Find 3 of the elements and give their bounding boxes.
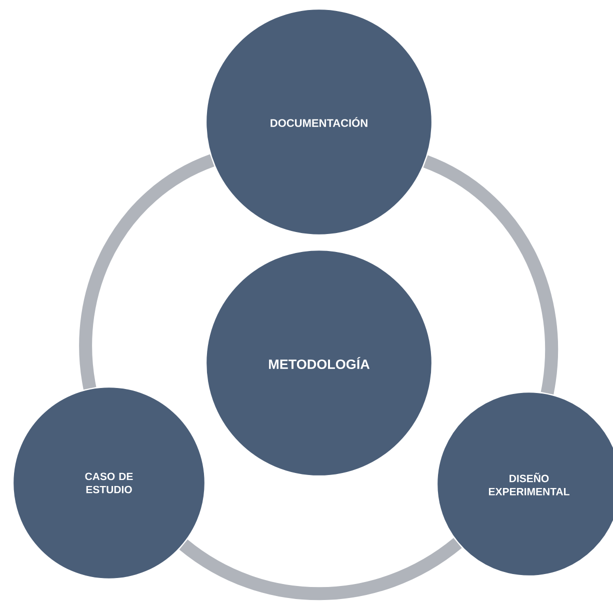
connector-arc (422, 155, 558, 394)
connector-arc (79, 154, 215, 390)
connector-arc (180, 538, 462, 600)
